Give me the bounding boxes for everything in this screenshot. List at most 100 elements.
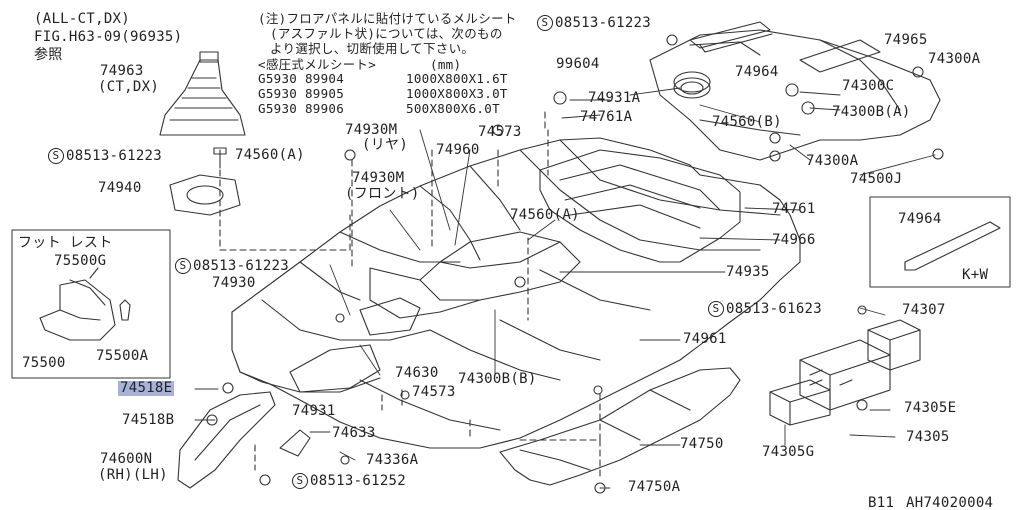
note-line2: (アスファルト状)については、次のもの (270, 26, 503, 41)
part-74305g (769, 379, 831, 426)
kw-inset-part: 74964 (898, 211, 942, 227)
callout-text: 08513-61223 (193, 258, 290, 274)
callout-74940: 74940 (98, 180, 142, 196)
callout-74930m-rear: 74930M (345, 122, 398, 138)
footer-code: B11 (868, 495, 895, 510)
callout-74935: 74935 (726, 264, 770, 280)
part-74965-strip (689, 21, 771, 49)
callout-74307: 74307 (902, 302, 946, 318)
callout-74964: 74964 (735, 64, 779, 80)
inset-foot-rest-frame (11, 229, 171, 379)
foot-rest-label-75500: 75500 (22, 355, 66, 371)
part-74963-boot (159, 59, 246, 136)
callout-74600n-sides: (RH)(LH) (98, 467, 168, 483)
part-74633-bracket (279, 429, 311, 457)
callout-74300a-top: 74300A (928, 51, 981, 67)
callout-74931: 74931 (292, 403, 336, 419)
callout-74633: 74633 (332, 425, 376, 441)
s-symbol-icon: S (708, 301, 724, 317)
center-tunnel (369, 231, 581, 319)
callout-74560b: 74560(B) (712, 114, 782, 130)
floor-panel-outline (231, 137, 801, 449)
callout-74500j: 74500J (850, 171, 903, 187)
rear-floor (539, 149, 741, 263)
callout-74963: 74963 (100, 63, 144, 79)
callout-74305e: 74305E (904, 400, 957, 416)
part-75500-foot-rest (39, 279, 116, 341)
callout-74573-top: 74573 (478, 124, 522, 140)
part-74964-plate (799, 39, 881, 73)
upper-rear-panel (649, 29, 941, 161)
callout-text: 08513-61223 (66, 148, 163, 164)
part-74940-bracket (169, 174, 241, 216)
fasteners (206, 34, 944, 494)
foot-rest-label-75500a: 75500A (96, 348, 149, 364)
note-line1: (注)フロアパネルに貼付けているメルシート (258, 11, 517, 26)
note-header-right: (mm) (430, 57, 462, 72)
footer-drawing-number: AH74020004 (906, 495, 994, 510)
callout-74600n: 74600N (100, 451, 153, 467)
callout-74966: 74966 (772, 232, 816, 248)
callout-74518e-highlighted[interactable]: 74518E (118, 380, 175, 396)
callout-74305: 74305 (906, 429, 950, 445)
kw-inset-variant: K+W (962, 267, 989, 283)
part-74964-kw (904, 221, 1001, 271)
callout-74963-variant: (CT,DX) (98, 79, 160, 95)
callout-74518b: 74518B (122, 412, 175, 428)
note-row-part: G5930 89904 (258, 71, 345, 86)
part-74750-cover (499, 367, 741, 486)
header-fig: FIG.H63-09(96935) (34, 29, 183, 45)
s-symbol-icon: S (48, 148, 64, 164)
callout-74930m-rear-sub: (リヤ) (362, 137, 409, 153)
note-header-left: <感圧式メルシート> (258, 57, 377, 72)
callout-74300ba: 74300B(A) (832, 104, 911, 120)
part-ring (673, 77, 711, 99)
note-row-size: 1000X800X3.0T (406, 86, 508, 101)
callout-74965: 74965 (884, 32, 928, 48)
foot-rest-title: フット レスト (18, 235, 113, 251)
callout-74300bb: 74300B(B) (458, 371, 537, 387)
callout-74305g: 74305G (762, 444, 815, 460)
part-74307 (867, 319, 921, 371)
callout-74630: 74630 (395, 365, 439, 381)
callout-74573-low: 74573 (412, 384, 456, 400)
part-74931-pad (289, 344, 381, 393)
foot-rest-label-75500g: 75500G (54, 253, 107, 269)
callout-74761a: 74761A (580, 109, 633, 125)
s-symbol-icon: S (292, 473, 308, 489)
callout-74761: 74761 (772, 201, 816, 217)
header-ref: 参照 (34, 47, 63, 63)
callout-74560a-left: 74560(A) (235, 147, 305, 163)
callout-74336a: 74336A (366, 452, 419, 468)
part-74600n-shield (177, 391, 276, 489)
note-row-size: 500X800X6.0T (406, 101, 500, 116)
callout-74750a: 74750A (628, 479, 681, 495)
callout-74960: 74960 (436, 142, 480, 158)
note-line3: より選択し、切断使用して下さい。 (270, 41, 475, 56)
callout-74930m-front-sub: (フロント) (345, 186, 420, 202)
callout-74961: 74961 (683, 331, 727, 347)
callout-74930: 74930 (212, 275, 256, 291)
callout-99604: 99604 (556, 56, 600, 72)
callout-74930m-front: 74930M (352, 170, 405, 186)
callout-74300a-mid: 74300A (806, 153, 859, 169)
header-model: (ALL-CT,DX) (34, 11, 131, 27)
callout-74300c: 74300C (842, 78, 895, 94)
note-row-part: G5930 89905 (258, 86, 345, 101)
s-symbol-icon: S (537, 15, 553, 31)
callout-74560a-mid: 74560(A) (510, 207, 580, 223)
part-74630 (359, 297, 421, 336)
callout-74750: 74750 (680, 436, 724, 452)
s-symbol-icon: S (175, 258, 191, 274)
inset-kw-frame (869, 196, 1011, 288)
callout-text: 08513-61623 (726, 301, 823, 317)
note-row-part: G5930 89906 (258, 101, 345, 116)
callout-text: 08513-61223 (555, 15, 652, 31)
